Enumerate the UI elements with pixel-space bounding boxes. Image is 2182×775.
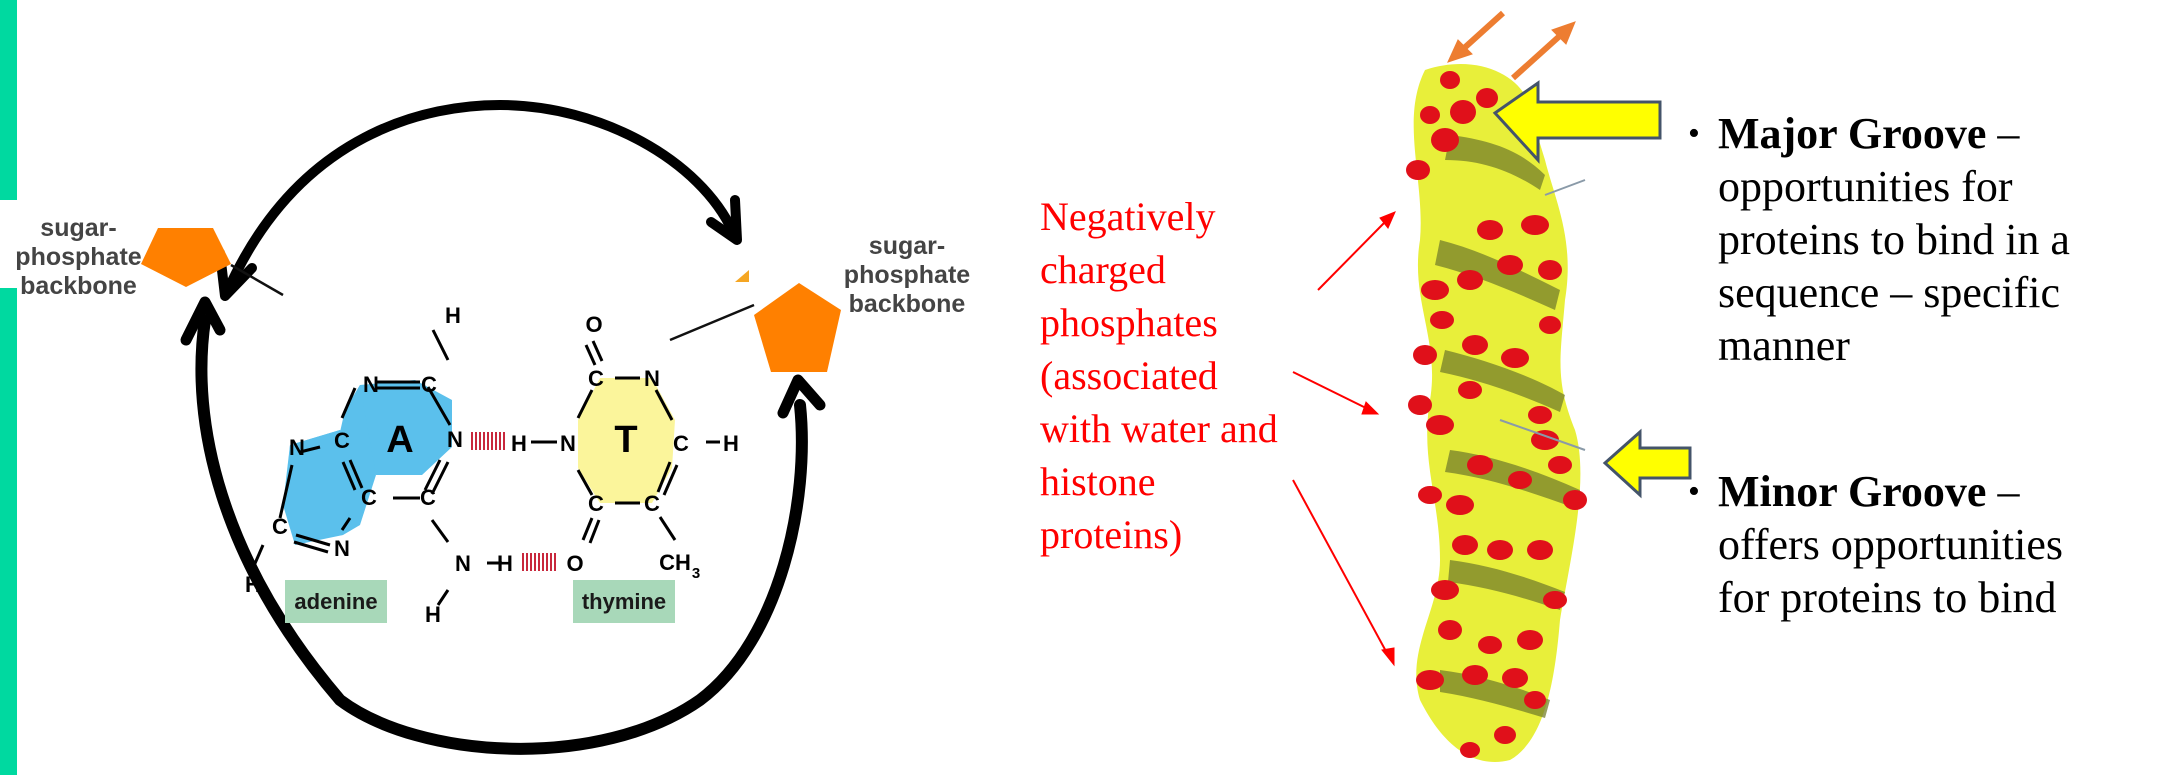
svg-text:C: C [673,431,689,456]
minor-groove-arrow [1602,428,1692,499]
phosphate-note: Negatively charged phosphates (associate… [1040,194,1278,557]
helix-graphic [1292,10,1692,762]
sugar-pentagon-right [754,283,841,372]
orange-strand-arrows [1447,10,1576,81]
svg-text:H: H [723,431,739,456]
svg-text:T: T [614,419,637,461]
major-groove-arrow [1492,80,1662,164]
base-pair-diagram: N C N N C C C C N H H N H H H A adenine [141,99,841,755]
bottom-curved-double-arrow [180,296,826,755]
svg-text:N: N [289,435,305,460]
svg-text:N: N [447,427,463,452]
thymine-label-box [573,580,675,623]
svg-text:C: C [644,491,660,516]
svg-text:C: C [272,514,288,539]
teal-edge-bar-bottom [0,288,17,775]
top-curved-double-arrow [215,99,742,301]
svg-text:C: C [588,491,604,516]
bullet-dot: • [1688,115,1700,152]
svg-text:H: H [425,602,441,627]
bullet-dot: • [1688,473,1700,510]
thymine-molecule: O C N N C H C C O CH 3 T [560,312,739,582]
major-groove-bullet: • Major Groove – opportunities for prote… [1688,109,2070,370]
svg-text:N: N [560,431,576,456]
svg-text:thymine: thymine [582,589,666,614]
adenine-molecule: N C N N C C C C N H H N H H H A [245,303,557,627]
svg-text:3: 3 [692,565,700,582]
svg-text:N: N [644,366,660,391]
svg-text:N: N [363,372,379,397]
svg-text:CH: CH [659,550,691,575]
svg-text:H: H [511,431,527,456]
svg-text:C: C [361,485,377,510]
svg-text:C: C [588,366,604,391]
svg-text:adenine: adenine [294,589,377,614]
orange-fragment [735,270,749,282]
svg-text:H: H [445,303,461,328]
svg-text:N: N [334,536,350,561]
svg-text:O: O [566,551,583,576]
svg-text:N: N [455,551,471,576]
sugar-pentagon-left [141,228,231,287]
phosphate-pointer-arrows [1292,211,1396,667]
backbone-label-right: sugar- phosphate backbone [843,232,971,318]
minor-groove-bullet: • Minor Groove – offers opportunities fo… [1688,467,2064,622]
adenine-label-box [285,580,387,623]
svg-text:C: C [334,428,350,453]
svg-text:O: O [585,312,602,337]
svg-text:H: H [245,572,261,597]
teal-edge-bar-top [0,0,17,200]
svg-text:C: C [421,372,437,397]
svg-text:H: H [497,551,513,576]
svg-text:C: C [420,485,436,510]
dna-helix-model [1406,64,1587,762]
svg-text:A: A [386,419,413,461]
backbone-label-left: sugar- phosphate backbone [15,214,142,300]
